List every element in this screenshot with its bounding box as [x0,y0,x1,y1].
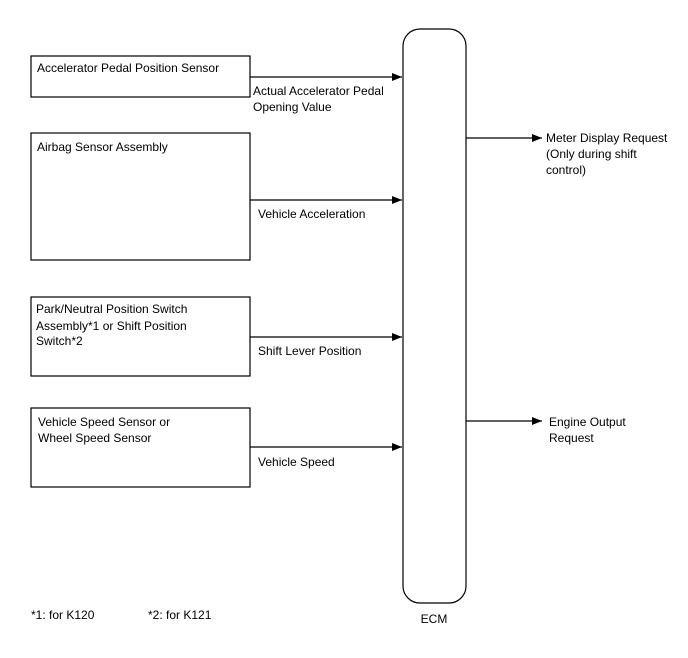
input-label: Park/Neutral Position Switch [36,302,187,316]
input-label: Wheel Speed Sensor [38,431,151,445]
signal-label: Actual Accelerator Pedal [253,84,384,98]
input-box-speed-sensor: Vehicle Speed Sensor or Wheel Speed Sens… [30,407,251,488]
output-label: Engine Output [549,415,626,429]
input-label: Airbag Sensor Assembly [37,140,168,154]
input-box-shift-switch: Park/Neutral Position Switch Assembly*1 … [30,296,251,377]
input-label: Switch*2 [36,334,83,348]
footnote: *1: for K120 [31,608,95,622]
input-label: Accelerator Pedal Position Sensor [37,61,219,75]
output-label: control) [546,163,586,177]
ecm-label: ECM [421,612,448,626]
output-label: (Only during shift [546,147,637,161]
output-label: Meter Display Request [546,131,668,145]
ecm-block [402,28,467,604]
signal-label: Opening Value [253,100,332,114]
signal-label: Shift Lever Position [258,344,361,358]
input-label: Vehicle Speed Sensor or [38,415,170,429]
output-label: Request [549,431,594,445]
signal-label: Vehicle Acceleration [258,207,365,221]
footnote: *2: for K121 [148,608,212,622]
input-box-airbag: Airbag Sensor Assembly [30,132,251,261]
input-box-accelerator: Accelerator Pedal Position Sensor [30,55,251,98]
signal-label: Vehicle Speed [258,455,335,469]
input-label: Assembly*1 or Shift Position [36,319,187,333]
